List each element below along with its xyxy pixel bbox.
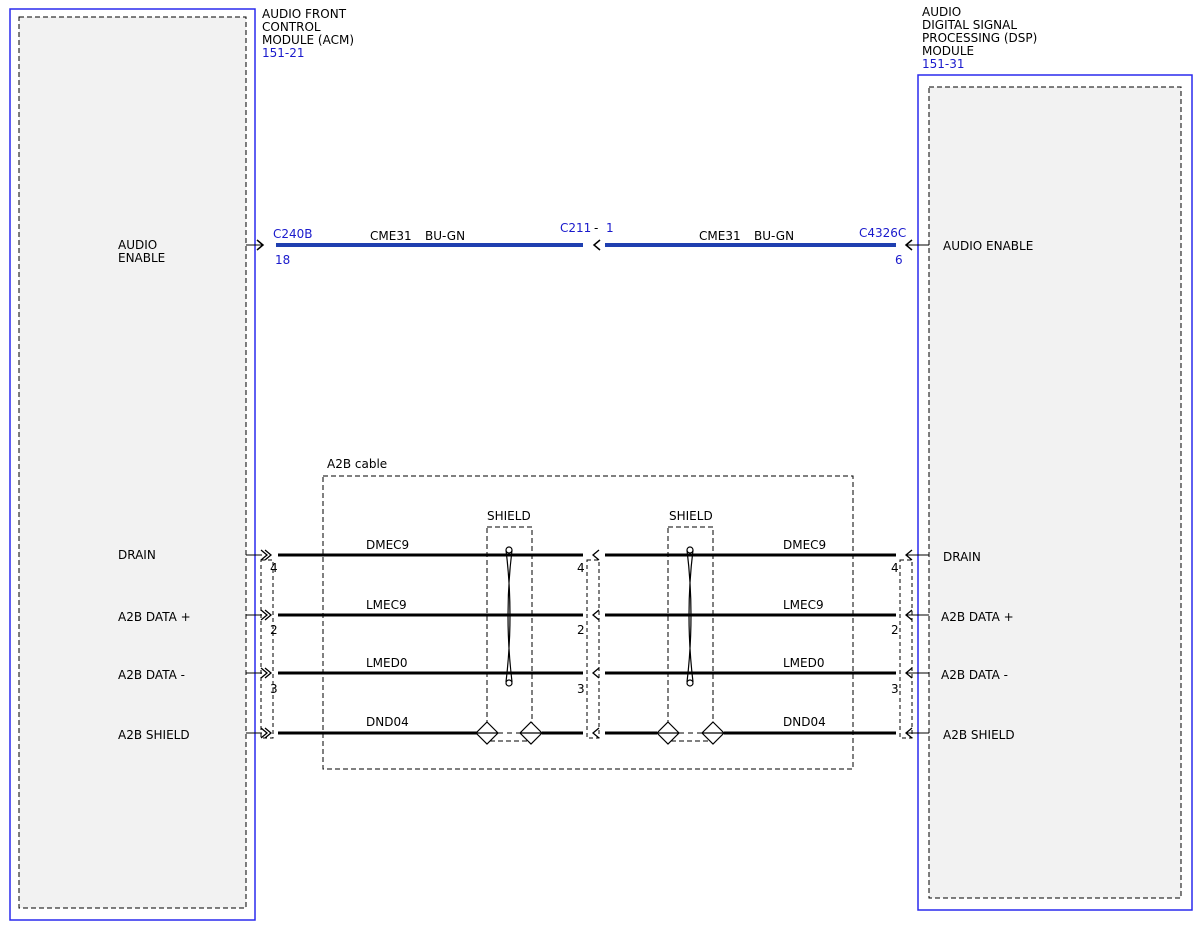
shield-termination-icon bbox=[519, 721, 543, 745]
circuit-dmec9-left: DMEC9 bbox=[366, 538, 409, 552]
wire-color-left: BU-GN bbox=[425, 229, 465, 243]
drain-right-label: DRAIN bbox=[943, 550, 981, 564]
shield-label-right: SHIELD bbox=[669, 509, 713, 523]
signal-row-a2b-shield bbox=[246, 721, 929, 745]
wire-color-right: BU-GN bbox=[754, 229, 794, 243]
signal-row-drain bbox=[246, 549, 929, 561]
circuit-cme31-left: CME31 bbox=[370, 229, 412, 243]
twisted-pair-node bbox=[686, 679, 694, 687]
dsp-name-line-2: DIGITAL SIGNAL bbox=[922, 18, 1017, 32]
pin-data-plus-left: 2 bbox=[270, 623, 278, 637]
pin-drain-left: 4 bbox=[270, 561, 278, 575]
circuit-lmed0-right: LMED0 bbox=[783, 656, 825, 670]
shield-label-left: SHIELD bbox=[487, 509, 531, 523]
connector-c211-label: C211 bbox=[560, 221, 591, 235]
acm-module-body bbox=[18, 16, 247, 909]
dsp-module bbox=[917, 74, 1193, 911]
connector-c211-pin: 1 bbox=[606, 221, 614, 235]
audio-enable-right-label: AUDIO ENABLE bbox=[943, 239, 1033, 253]
connector-socket-icon bbox=[592, 239, 601, 251]
drain-left-label: DRAIN bbox=[118, 548, 156, 562]
circuit-dnd04-left: DND04 bbox=[366, 715, 409, 729]
twisted-pair-node bbox=[505, 679, 513, 687]
a2b-data-plus-left-label: A2B DATA + bbox=[118, 610, 191, 624]
a2b-data-minus-right-label: A2B DATA - bbox=[941, 668, 1008, 682]
connector-pin-icon bbox=[260, 727, 273, 739]
connector-socket-icon bbox=[591, 549, 600, 561]
a2b-shield-left-label: A2B SHIELD bbox=[118, 728, 190, 742]
audio-enable-left-line-1: AUDIO bbox=[118, 238, 157, 252]
acm-name-line-2: CONTROL bbox=[262, 20, 321, 34]
acm-name-line-1: AUDIO FRONT bbox=[262, 7, 347, 21]
shield-box-right bbox=[667, 526, 714, 742]
connector-socket-icon bbox=[591, 667, 600, 679]
pin-data-minus-right: 3 bbox=[891, 682, 899, 696]
connector-c211-separator: - bbox=[594, 221, 598, 235]
pin-drain-right: 4 bbox=[891, 561, 899, 575]
dsp-name-line-3: PROCESSING (DSP) bbox=[922, 31, 1037, 45]
audio-enable-left-line-2: ENABLE bbox=[118, 251, 165, 265]
signal-row-a2b-data-minus bbox=[246, 667, 929, 679]
a2b-data-minus-left-label: A2B DATA - bbox=[118, 668, 185, 682]
connector-c4326c-pin: 6 bbox=[895, 253, 903, 267]
circuit-lmed0-left: LMED0 bbox=[366, 656, 408, 670]
connector-pin-icon bbox=[260, 609, 273, 621]
dsp-name-line-1: AUDIO bbox=[922, 5, 961, 19]
connector-pin-icon bbox=[260, 549, 273, 561]
circuit-dnd04-right: DND04 bbox=[783, 715, 826, 729]
connector-body-right bbox=[899, 559, 913, 739]
shield-termination-icon bbox=[475, 721, 499, 745]
pin-data-plus-right: 2 bbox=[891, 623, 899, 637]
shield-termination-icon bbox=[656, 721, 680, 745]
shield-box-left bbox=[486, 526, 533, 742]
circuit-cme31-right: CME31 bbox=[699, 229, 741, 243]
circuit-lmec9-right: LMEC9 bbox=[783, 598, 824, 612]
dsp-module-body bbox=[928, 86, 1182, 899]
pin-data-plus-mid: 2 bbox=[577, 623, 585, 637]
dsp-name-line-4: MODULE bbox=[922, 44, 974, 58]
acm-ref: 151-21 bbox=[262, 46, 305, 60]
connector-c240b-label: C240B bbox=[273, 227, 313, 241]
twisted-pair-node bbox=[505, 546, 513, 554]
a2b-cable-label: A2B cable bbox=[327, 457, 387, 471]
connector-pin-icon bbox=[260, 667, 273, 679]
pin-data-minus-mid: 3 bbox=[577, 682, 585, 696]
a2b-data-plus-right-label: A2B DATA + bbox=[941, 610, 1014, 624]
connector-socket-icon bbox=[591, 609, 600, 621]
connector-body-mid bbox=[586, 559, 600, 739]
a2b-shield-right-label: A2B SHIELD bbox=[943, 728, 1015, 742]
signal-row-a2b-data-plus bbox=[246, 609, 929, 621]
acm-module bbox=[9, 8, 256, 921]
pin-data-minus-left: 3 bbox=[270, 682, 278, 696]
shield-termination-icon bbox=[701, 721, 725, 745]
dsp-ref: 151-31 bbox=[922, 57, 965, 71]
twisted-pair-node bbox=[686, 546, 694, 554]
circuit-lmec9-left: LMEC9 bbox=[366, 598, 407, 612]
connector-pin-icon bbox=[256, 239, 265, 251]
pin-drain-mid: 4 bbox=[577, 561, 585, 575]
connector-body-left bbox=[260, 559, 274, 739]
circuit-dmec9-right: DMEC9 bbox=[783, 538, 826, 552]
a2b-cable-box bbox=[322, 475, 854, 770]
connector-c240b-pin: 18 bbox=[275, 253, 290, 267]
connector-c4326c-label: C4326C bbox=[859, 226, 906, 240]
connector-socket-icon bbox=[591, 727, 600, 739]
acm-name-line-3: MODULE (ACM) bbox=[262, 33, 354, 47]
